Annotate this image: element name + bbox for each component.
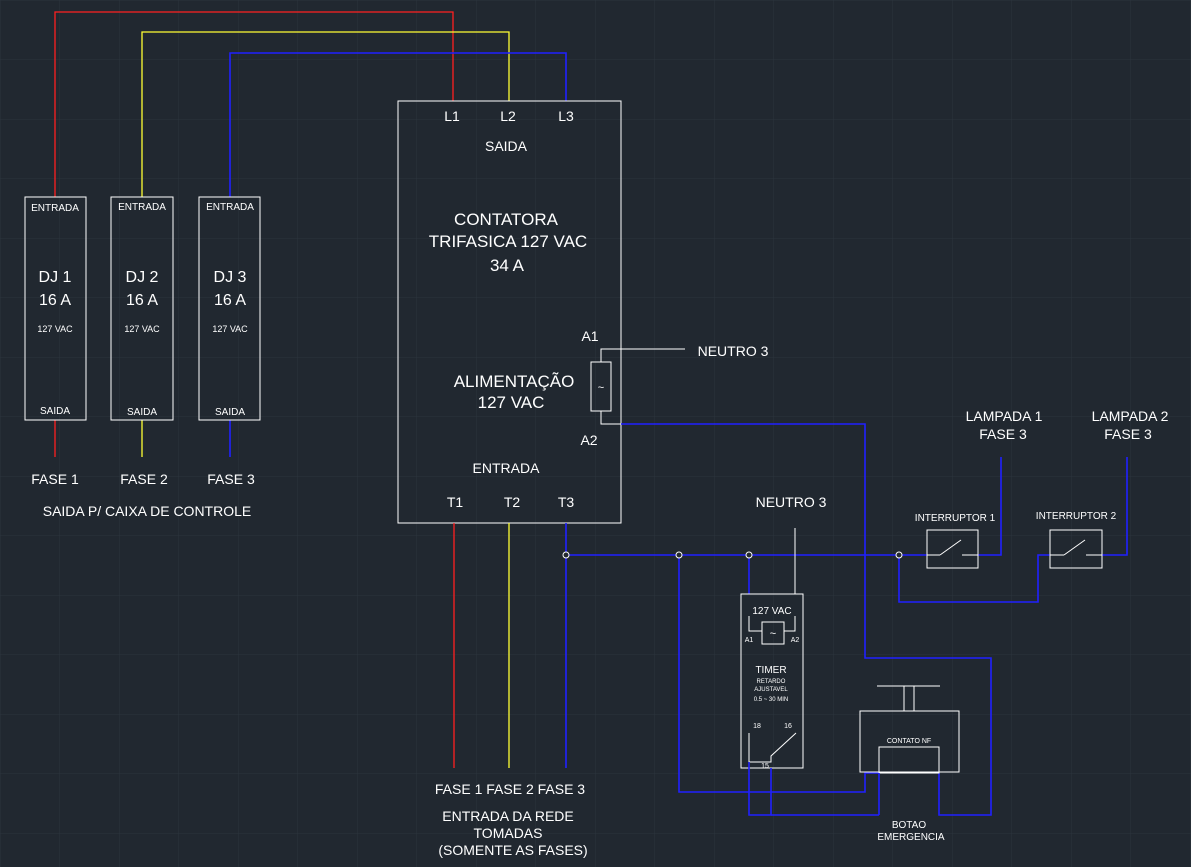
breaker-name: DJ 1 xyxy=(39,269,72,286)
wire-phase2-top xyxy=(141,31,510,197)
wire-switch1-to-lamp1 xyxy=(978,457,1002,556)
timer-title: TIMER xyxy=(755,665,786,676)
breaker-current: 16 A xyxy=(39,292,71,309)
terminal-t3: T3 xyxy=(558,494,575,510)
input-caption-line2: TOMADAS xyxy=(474,825,543,841)
emergency-button: CONTATO NF xyxy=(859,685,960,774)
timer-coil-symbol: ~ xyxy=(770,628,776,640)
coil-terminal-a1: A1 xyxy=(581,328,598,344)
breaker-saida-label: SAIDA xyxy=(40,406,70,417)
emergency-label-line2: EMERGENCIA xyxy=(877,832,945,843)
input-caption-line3: (SOMENTE AS FASES) xyxy=(438,842,587,858)
emergency-label-line1: BOTAO xyxy=(892,820,926,831)
timer-voltage: 127 VAC xyxy=(752,606,791,617)
terminal-l1: L1 xyxy=(444,108,460,124)
junction-node xyxy=(675,551,683,559)
breaker-name: DJ 2 xyxy=(126,269,159,286)
emergency-contact xyxy=(878,746,940,774)
input-phases-label: FASE 1 FASE 2 FASE 3 xyxy=(435,781,585,797)
wire-switch2-feed xyxy=(898,554,1050,603)
terminal-t2: T2 xyxy=(504,494,521,510)
output-phase2-label: FASE 2 xyxy=(120,471,168,487)
switch-label: INTERRUPTOR 1 xyxy=(915,513,996,524)
timer-pin16: 16 xyxy=(784,723,792,730)
breaker-entrada-label: ENTRADA xyxy=(31,203,79,214)
wire-timer-contact xyxy=(748,762,772,816)
output-phase3-label: FASE 3 xyxy=(207,471,255,487)
timer-line2: AJUSTAVEL xyxy=(754,687,788,693)
junction-node xyxy=(745,551,753,559)
coil-neutral-label: NEUTRO 3 xyxy=(698,343,769,359)
lamp1-label-line2: FASE 3 xyxy=(979,426,1027,442)
timer-coil xyxy=(761,621,785,645)
timer-line3: 0.5 ~ 30 MIN xyxy=(754,697,789,703)
wire-bus-to-emergency xyxy=(678,555,879,793)
timer-a1: A1 xyxy=(745,637,754,644)
wire-switch2-to-lamp2 xyxy=(1102,457,1128,556)
timer: 127 VAC ~ A1 A2 TIMER RETARDO AJUSTAVEL … xyxy=(740,593,804,770)
timer-neutral-label: NEUTRO 3 xyxy=(756,494,827,510)
terminal-l2: L2 xyxy=(500,108,516,124)
breaker-voltage: 127 VAC xyxy=(212,324,248,334)
wire-coil-a2-to-emergency xyxy=(621,423,992,816)
breakers-caption: SAIDA P/ CAIXA DE CONTROLE xyxy=(43,503,252,519)
contactor-title-line1: CONTATORA xyxy=(454,210,559,229)
breaker-entrada-label: ENTRADA xyxy=(206,202,254,213)
input-caption-line1: ENTRADA DA REDE xyxy=(442,808,573,824)
breaker-entrada-label: ENTRADA xyxy=(118,202,166,213)
breaker-voltage: 127 VAC xyxy=(124,324,160,334)
switch-1: INTERRUPTOR 1 xyxy=(915,513,996,569)
wire-coil-neutral xyxy=(600,348,685,362)
supply-line1: ALIMENTAÇÃO xyxy=(454,372,575,391)
junction-node xyxy=(562,551,570,559)
breaker-saida-label: SAIDA xyxy=(127,407,157,418)
timer-contact xyxy=(748,732,797,763)
lamp2-label-line1: LAMPADA 2 xyxy=(1092,408,1169,424)
contactor: L1 L2 L3 SAIDA CONTATORA TRIFASICA 127 V… xyxy=(397,100,622,524)
breaker-dj3: ENTRADA DJ 3 16 A 127 VAC SAIDA xyxy=(198,196,261,421)
timer-pin15: 15 xyxy=(761,763,769,770)
breaker-current: 16 A xyxy=(214,292,246,309)
lamp2-label-line2: FASE 3 xyxy=(1104,426,1152,442)
terminal-l3: L3 xyxy=(558,108,574,124)
contactor-title-line3: 34 A xyxy=(490,256,525,275)
junction-node xyxy=(895,551,903,559)
terminal-t1: T1 xyxy=(447,494,464,510)
contactor-title-line2: TRIFASICA 127 VAC xyxy=(429,232,587,251)
output-phase1-label: FASE 1 xyxy=(31,471,79,487)
breaker-name: DJ 3 xyxy=(214,269,247,286)
coil-symbol: ~ xyxy=(598,382,604,394)
wire-phase1-top xyxy=(54,11,454,197)
switch-2: INTERRUPTOR 2 xyxy=(1036,511,1117,569)
wire-coil-a2-stub xyxy=(600,411,621,425)
breaker-dj1: ENTRADA DJ 1 16 A 127 VAC SAIDA xyxy=(24,196,87,421)
timer-a2: A2 xyxy=(791,637,800,644)
emergency-contact-label: CONTATO NF xyxy=(887,738,931,745)
coil-terminal-a2: A2 xyxy=(580,432,597,448)
lamp1-label-line1: LAMPADA 1 xyxy=(966,408,1043,424)
wire-phase3-top xyxy=(229,52,567,197)
breaker-voltage: 127 VAC xyxy=(37,324,73,334)
timer-line1: RETARDO xyxy=(757,679,786,685)
contactor-in-label: ENTRADA xyxy=(473,460,541,476)
supply-line2: 127 VAC xyxy=(478,393,545,412)
contactor-out-label: SAIDA xyxy=(485,138,528,154)
breaker-dj2: ENTRADA DJ 2 16 A 127 VAC SAIDA xyxy=(110,196,174,421)
timer-pin18: 18 xyxy=(753,723,761,730)
breaker-saida-label: SAIDA xyxy=(215,407,245,418)
switch-label: INTERRUPTOR 2 xyxy=(1036,511,1117,522)
breaker-current: 16 A xyxy=(126,292,158,309)
